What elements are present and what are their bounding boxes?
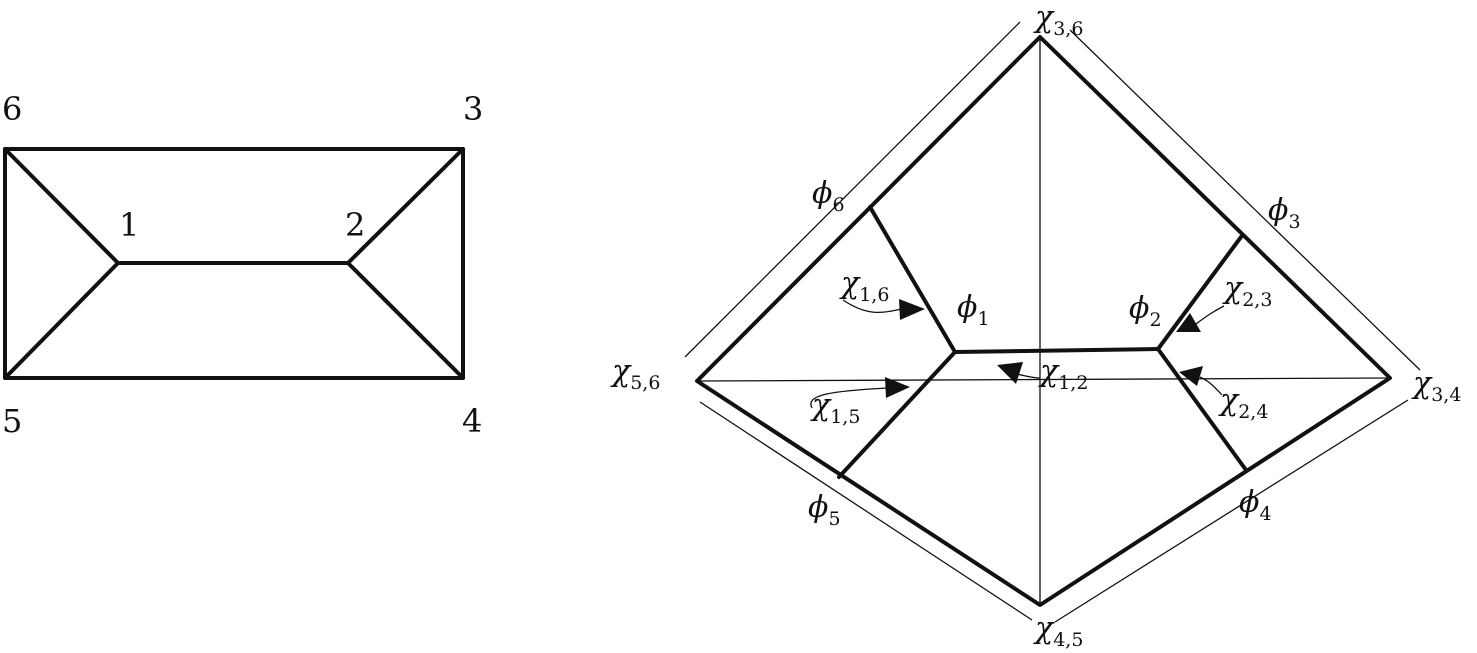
parallel-line-45-34 [1054,399,1409,623]
chi-subscript: 1,2 [1058,372,1088,394]
inner-edge-2-3 [1156,235,1243,351]
inner-edge-1-5 [837,350,957,479]
chi-symbol: χ [610,354,632,389]
chi-subscript: 2,4 [1238,401,1268,423]
edge-3-2 [346,147,465,265]
parallel-line-36-34 [1069,29,1421,371]
arrowhead-chi23 [1176,313,1201,332]
label-chi-4-5: χ4,5 [1033,611,1083,651]
parallel-line-56-36 [684,21,1021,358]
chi-symbol: χ [1218,383,1240,418]
phi-subscript: 4 [1259,503,1271,525]
label-chi-1-5: χ1,5 [810,388,860,428]
inner-edge-1-6 [868,205,957,354]
edge-5-1 [3,261,120,380]
vertex-label-1: 1 [119,206,139,244]
label-chi-3-4: χ3,4 [1411,366,1461,406]
phi-symbol: ϕ [812,176,832,211]
label-phi-3: ϕ3 [1268,193,1301,233]
chi-symbol: χ [1038,354,1060,389]
arrow-chi16 [842,299,903,314]
chi-subscript: 4,5 [1053,629,1083,651]
inner-edge-2-4 [1156,347,1248,472]
outer-quadrilateral [695,35,1392,607]
outer-rectangle [3,147,465,380]
label-phi-2: ϕ2 [1129,291,1162,331]
vertex-label-4: 4 [462,402,482,440]
arrowhead-chi12 [997,362,1023,384]
right-diagram: χ3,6 χ5,6 χ3,4 χ4,5 χ1,6 χ1,5 χ1,2 χ2,3 … [610,0,1461,651]
label-phi-5: ϕ5 [808,490,841,530]
arrowhead-chi16 [899,299,925,320]
chi-subscript: 5,6 [630,372,660,394]
phi-symbol: ϕ [1239,485,1259,520]
chi-subscript: 1,6 [859,284,889,306]
label-chi-5-6: χ5,6 [610,354,660,394]
parallel-line-56-45 [699,401,1033,621]
chi-symbol: χ [839,266,861,301]
phi-symbol: ϕ [957,290,977,325]
phi-subscript: 5 [828,508,840,530]
chi-subscript: 1,5 [830,406,860,428]
label-chi-2-3: χ2,3 [1222,271,1272,311]
vertex-label-3: 3 [463,90,483,128]
arrow-chi12 [1016,373,1041,379]
vertex-label-2: 2 [345,206,365,244]
label-chi-3-6: χ3,6 [1033,0,1083,40]
label-chi-1-2: χ1,2 [1038,354,1088,394]
chi-symbol: χ [1411,366,1433,401]
phi-symbol: ϕ [1268,193,1288,228]
label-phi-1: ϕ1 [957,290,990,330]
arrow-chi23 [1195,305,1225,325]
phi-subscript: 1 [977,308,989,330]
vertex-label-6: 6 [2,90,22,128]
edge-4-2 [346,261,465,380]
arrowhead-chi24 [1179,366,1203,386]
vertex-label-5: 5 [2,402,22,440]
left-graph: 6 3 1 2 5 4 [2,90,483,440]
chi-symbol: χ [1222,271,1244,306]
label-chi-1-6: χ1,6 [839,266,889,306]
label-phi-6: ϕ6 [812,176,845,216]
inner-edge-1-2 [953,347,1160,354]
arrowhead-chi15 [885,377,910,398]
edge-6-1 [3,147,120,265]
phi-subscript: 3 [1288,211,1300,233]
label-chi-2-4: χ2,4 [1218,383,1268,423]
arrow-chi24 [1199,376,1223,396]
chi-subscript: 3,4 [1431,384,1461,406]
chi-symbol: χ [1033,611,1055,646]
chi-subscript: 3,6 [1053,18,1083,40]
horizontal-diagonal [696,377,1391,382]
phi-symbol: ϕ [1129,291,1149,326]
chi-symbol: χ [1033,0,1055,35]
arrow-chi15 [810,387,889,409]
phi-subscript: 2 [1149,309,1161,331]
chi-subscript: 2,3 [1242,289,1272,311]
phi-symbol: ϕ [808,490,828,525]
phi-subscript: 6 [832,194,844,216]
label-phi-4: ϕ4 [1239,485,1272,525]
chi-symbol: χ [810,388,832,423]
